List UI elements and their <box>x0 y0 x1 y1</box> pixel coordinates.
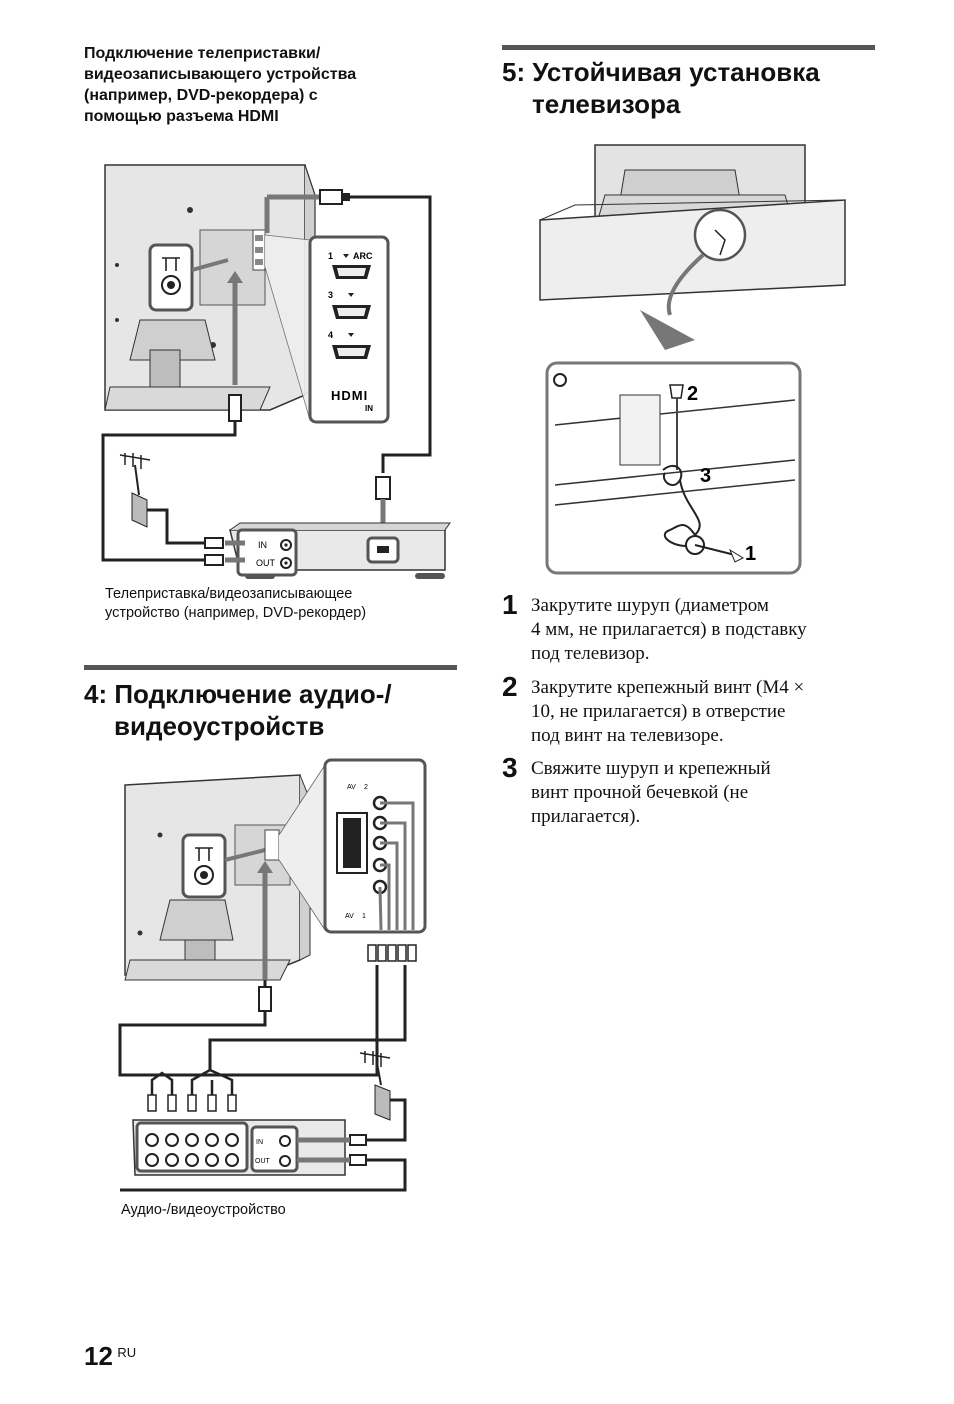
hdmi-logo: HDMI <box>331 388 368 403</box>
av1-number: 1 <box>362 913 366 920</box>
section5-rule <box>502 45 875 50</box>
step-2: 2 Закрутите крепежный винт (M4 × 10, не … <box>502 672 882 748</box>
step-number: 3 <box>502 752 518 783</box>
hdmi-connection-diagram: 1 ARC 3 4 HDMI IN IN OUT <box>101 164 451 579</box>
av1-label: AV <box>345 913 354 920</box>
hdmi-port1-label: 1 <box>328 251 333 261</box>
page-footer: 12 RU <box>84 1341 136 1372</box>
callout-2: 2 <box>687 383 698 405</box>
recorder-out-label: OUT <box>256 558 276 568</box>
step-number: 1 <box>502 589 518 620</box>
step-1: 1 Закрутите шуруп (диаметром 4 мм, не пр… <box>502 590 882 666</box>
section4-title: 4: Подключение аудио-/ видеоустройств <box>84 679 392 741</box>
step-text: Закрутите шуруп (диаметром 4 мм, не прил… <box>531 595 807 664</box>
page-lang: RU <box>117 1345 137 1360</box>
step-text: Закрутите крепежный винт (M4 × 10, не пр… <box>531 677 805 746</box>
av-device-out-label: OUT <box>255 1158 271 1165</box>
step-3: 3 Свяжите шуруп и крепежный винт прочной… <box>502 753 882 829</box>
page-number: 12 <box>84 1341 113 1371</box>
callout-1: 1 <box>745 543 756 565</box>
hdmi-port4-label: 4 <box>328 330 333 340</box>
hdmi-in-label: IN <box>365 404 373 413</box>
step-number: 2 <box>502 671 518 702</box>
av-diagram-caption: Аудио-/видеоустройство <box>121 1202 286 1218</box>
av-device-in-label: IN <box>256 1139 263 1146</box>
section5-title: 5: Устойчивая установка телевизора <box>502 57 820 119</box>
section4-rule <box>84 665 457 670</box>
recorder-in-label: IN <box>258 540 267 550</box>
hdmi-arc-label: ARC <box>353 251 373 261</box>
av2-number: 2 <box>364 784 368 791</box>
av2-label: AV <box>347 784 356 791</box>
hdmi-diagram-caption: Телеприставка/видеозаписывающее устройст… <box>105 586 367 621</box>
step-text: Свяжите шуруп и крепежный винт прочной б… <box>531 758 771 827</box>
hdmi-port3-label: 3 <box>328 290 333 300</box>
callout-3: 3 <box>700 465 711 487</box>
hdmi-section-title: Подключение телеприставки/ видеозаписыва… <box>84 45 357 125</box>
tv-stability-diagram: 1 2 3 <box>539 144 846 575</box>
av-connection-diagram: AV 2 AV 1 IN OUT <box>118 758 427 1192</box>
